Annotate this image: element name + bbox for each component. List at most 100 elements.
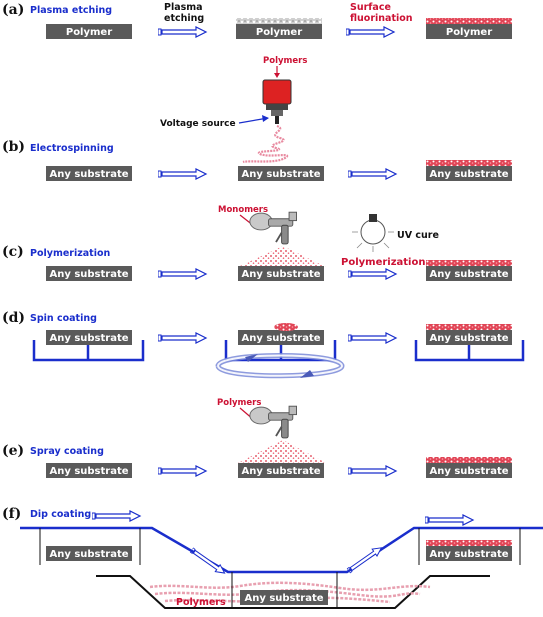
substrate-label: Any substrate <box>241 269 320 280</box>
process-label: Polymerization <box>341 257 425 268</box>
substrate-block <box>46 266 132 281</box>
process-arrow <box>348 332 397 344</box>
pointer-head <box>274 73 280 78</box>
substrate-block <box>46 546 132 561</box>
process-arrow <box>348 268 397 280</box>
spray-cone <box>238 440 326 463</box>
process-arrow <box>92 510 141 522</box>
substrate-label: Any substrate <box>241 333 320 344</box>
spray-cone <box>238 246 326 267</box>
substrate-label: Any substrate <box>241 466 320 477</box>
panel-title: Polymerization <box>30 248 110 259</box>
process-arrow <box>425 514 474 526</box>
polymer-coating <box>426 324 512 330</box>
polymer-coating <box>426 260 512 266</box>
source-label: Polymers <box>217 398 261 408</box>
substrate-label: Any substrate <box>429 549 508 560</box>
rotation-arrow-icon <box>215 353 345 379</box>
dip-bath <box>96 575 490 609</box>
substrate-label: Polymer <box>256 27 302 38</box>
process-arrow <box>158 268 207 280</box>
panel-letter: (d) <box>2 310 25 326</box>
polymer-coating <box>426 457 512 463</box>
substrate-hanger <box>39 528 141 565</box>
panel-title: Plasma etching <box>30 5 112 16</box>
panel-b: Polymers Voltage source (b) Electrospinn… <box>2 56 512 181</box>
process-arrow <box>345 543 385 575</box>
panel-c: Monomers UV cure Polymerization (c) Poly… <box>2 205 512 281</box>
substrate-label: Any substrate <box>241 169 320 180</box>
substrate-block <box>238 266 324 281</box>
polymer-drop <box>274 323 298 331</box>
carrier-track <box>20 526 543 574</box>
substrate-label: Any substrate <box>244 593 323 604</box>
syringe-icon <box>262 79 292 124</box>
panel-f: (f) Dip coating Polymers Any substrate A… <box>2 506 543 609</box>
process-arrow <box>158 465 207 477</box>
process-arrow <box>158 332 207 344</box>
bath-label: Polymers <box>176 597 226 608</box>
substrate-block <box>426 24 512 39</box>
process-arrow <box>346 26 395 38</box>
substrate-block <box>46 24 132 39</box>
substrate-hanger <box>418 528 521 565</box>
process-arrow <box>158 168 207 180</box>
polymer-coating <box>426 540 512 546</box>
spray-gun-icon <box>248 405 298 439</box>
substrate-label: Any substrate <box>49 466 128 477</box>
substrate-block <box>240 590 328 605</box>
panel-title: Spin coating <box>30 313 97 324</box>
substrate-block <box>236 24 322 39</box>
substrate-block <box>238 166 324 181</box>
panel-letter: (a) <box>2 2 24 18</box>
process-arrow <box>348 465 397 477</box>
substrate-label: Any substrate <box>429 333 508 344</box>
source-label: Polymers <box>263 56 307 66</box>
panel-letter: (f) <box>2 506 21 522</box>
process-arrow <box>188 545 228 578</box>
panel-title: Spray coating <box>30 446 104 457</box>
spray-gun-icon <box>248 211 298 245</box>
panel-letter: (e) <box>2 443 24 459</box>
substrate-label: Any substrate <box>429 466 508 477</box>
substrate-block <box>46 463 132 478</box>
substrate-label: Any substrate <box>49 549 128 560</box>
substrate-label: Any substrate <box>49 269 128 280</box>
uv-label: UV cure <box>397 230 439 241</box>
substrate-block <box>46 330 132 345</box>
substrate-hanger <box>231 572 338 607</box>
substrate-label: Any substrate <box>49 333 128 344</box>
monomers-label: Monomers <box>218 205 268 215</box>
panel-e: Polymers (e) Spray coating Any substrate… <box>2 398 512 478</box>
substrate-label: Polymer <box>446 27 492 38</box>
substrate-label: Any substrate <box>429 269 508 280</box>
process-arrow <box>348 168 397 180</box>
pointer-head <box>262 115 269 122</box>
substrate-block <box>426 546 512 561</box>
panel-letter: (c) <box>2 244 24 260</box>
substrate-block <box>426 463 512 478</box>
substrate-block <box>426 266 512 281</box>
substrate-label: Any substrate <box>49 169 128 180</box>
voltage-label: Voltage source <box>160 119 236 129</box>
substrate-block <box>238 330 324 345</box>
spin-holder <box>32 340 145 362</box>
substrate-label: Polymer <box>66 27 112 38</box>
substrate-label: Any substrate <box>429 169 508 180</box>
panel-title: Dip coating <box>30 509 91 520</box>
panel-letter: (b) <box>2 139 25 155</box>
substrate-block <box>426 166 512 181</box>
uv-lamp-icon <box>352 214 394 252</box>
fluorinated-surface <box>426 18 512 24</box>
fiber-coating <box>426 160 512 166</box>
substrate-block <box>46 166 132 181</box>
fiber-jet <box>242 124 289 164</box>
process-arrow <box>158 26 207 38</box>
substrate-block <box>238 463 324 478</box>
spin-holder <box>414 340 525 362</box>
substrate-block <box>426 330 512 345</box>
